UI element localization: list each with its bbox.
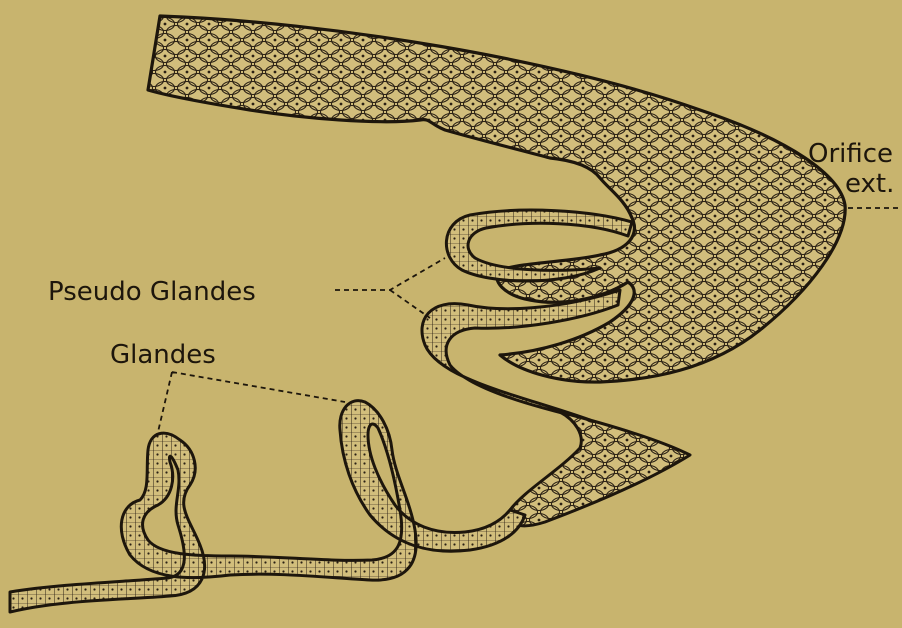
orifice-label-line1: Orifice [808, 139, 893, 169]
stratified-tip [509, 412, 690, 526]
pseudo-glandes-leader [335, 258, 445, 318]
glandes-tube [10, 401, 525, 612]
orifice-label-line2: ext. [845, 169, 894, 199]
pseudo-glandes-label: Pseudo Glandes [48, 277, 256, 307]
glandes-leader [158, 372, 345, 432]
glandes-label: Glandes [110, 340, 216, 370]
